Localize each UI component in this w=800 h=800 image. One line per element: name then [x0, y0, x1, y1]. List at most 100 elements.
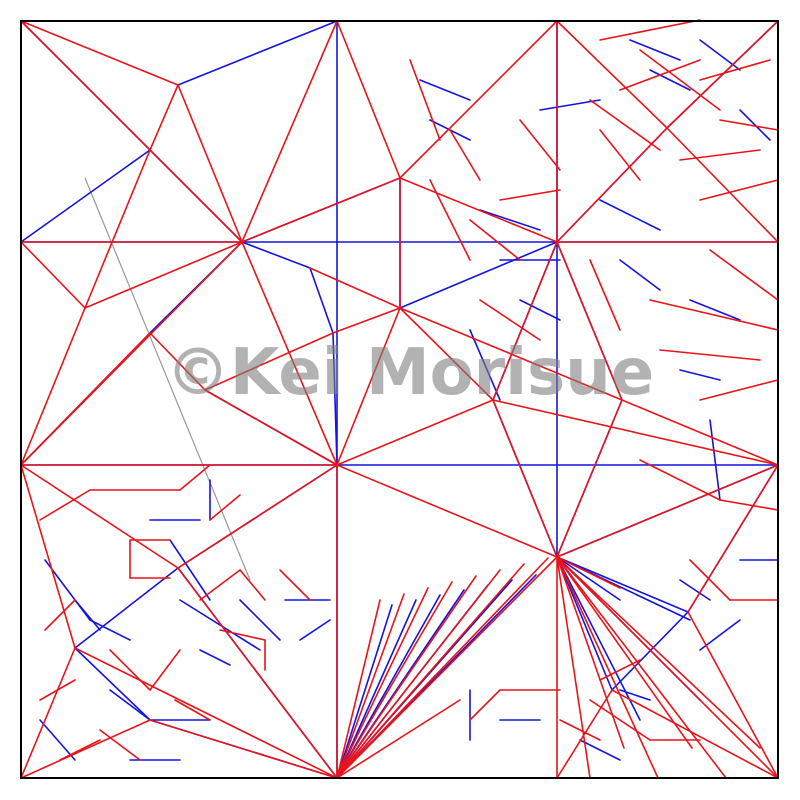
valley-fold	[109, 689, 151, 721]
mountain-fold	[499, 189, 561, 201]
mountain-fold	[687, 464, 779, 613]
valley-fold	[179, 599, 261, 651]
mountain-fold	[429, 179, 471, 261]
valley-fold	[709, 419, 721, 501]
valley-fold	[556, 556, 621, 601]
mountain-fold	[149, 649, 181, 691]
mountain-fold	[399, 307, 623, 401]
mountain-fold	[556, 689, 613, 779]
valley-fold	[74, 567, 179, 649]
mountain-fold	[687, 611, 779, 779]
valley-fold	[649, 69, 691, 91]
mountain-fold	[639, 49, 721, 111]
mountain-fold	[556, 399, 623, 558]
valley-fold	[679, 579, 711, 601]
mountain-fold	[149, 332, 206, 391]
mountain-fold	[149, 719, 338, 779]
valley-fold	[336, 604, 393, 779]
mountain-fold	[492, 241, 558, 401]
mountain-fold	[39, 489, 91, 521]
mountain-fold	[336, 399, 494, 466]
paper-border	[20, 20, 779, 779]
mountain-fold	[336, 569, 501, 779]
valley-fold	[699, 39, 741, 71]
mountain-fold	[589, 99, 661, 151]
mountain-fold	[336, 599, 381, 779]
mountain-fold	[689, 559, 731, 601]
mountain-fold	[399, 20, 558, 179]
mountain-fold	[659, 349, 761, 361]
watermark: ©Kei Morisue	[166, 336, 654, 410]
mountain-fold	[639, 459, 721, 501]
mountain-fold	[74, 647, 338, 779]
mountain-fold	[204, 332, 334, 391]
mountain-fold	[199, 569, 241, 601]
mountain-fold	[59, 739, 101, 761]
mountain-fold	[241, 177, 401, 243]
mountain-fold	[589, 699, 651, 741]
mountain-fold	[336, 557, 549, 779]
mountain-fold	[556, 556, 591, 779]
mountain-fold	[336, 593, 405, 779]
mountain-fold	[20, 20, 179, 86]
mountain-fold	[556, 241, 623, 401]
mountain-fold	[20, 647, 76, 779]
valley-fold	[336, 599, 417, 779]
mountain-fold	[409, 59, 441, 141]
mountain-fold	[84, 149, 151, 309]
valley-fold	[556, 556, 613, 691]
mountain-fold	[239, 569, 266, 601]
mountain-fold	[519, 119, 561, 171]
mountain-fold	[20, 719, 151, 779]
valley-fold	[739, 109, 771, 141]
mountain-fold	[99, 729, 141, 761]
valley-fold	[74, 647, 151, 721]
mountain-folds	[20, 19, 779, 779]
mountain-fold	[20, 464, 76, 649]
mountain-fold	[556, 556, 621, 589]
mountain-fold	[336, 556, 558, 779]
mountain-fold	[699, 179, 779, 201]
mountain-fold	[209, 494, 241, 521]
valley-fold	[74, 599, 101, 631]
valley-fold	[539, 99, 601, 111]
valley-fold	[399, 241, 558, 309]
mountain-fold	[599, 129, 641, 181]
mountain-fold	[179, 464, 211, 491]
mountain-fold	[20, 307, 86, 466]
mountain-fold	[556, 556, 693, 749]
mountain-fold	[309, 267, 401, 309]
valley-fold	[579, 739, 621, 761]
mountain-fold	[479, 299, 541, 341]
mountain-fold	[336, 699, 461, 779]
mountain-fold	[336, 307, 401, 466]
mountain-fold	[699, 379, 779, 401]
mountain-fold	[149, 84, 179, 151]
valley-fold	[241, 241, 311, 269]
mountain-fold	[719, 499, 779, 511]
mountain-fold	[44, 599, 76, 631]
valley-fold	[39, 719, 76, 761]
mountain-fold	[556, 556, 659, 779]
mountain-fold	[399, 177, 558, 243]
mountain-fold	[336, 20, 401, 179]
mountain-fold	[84, 241, 243, 309]
auxiliary-line	[84, 177, 251, 581]
valley-fold	[20, 149, 151, 243]
valley-fold	[199, 649, 231, 666]
mountain-fold	[399, 307, 494, 401]
valley-fold	[629, 39, 681, 61]
mountain-fold	[449, 129, 481, 181]
valley-fold	[177, 20, 338, 86]
valley-fold	[309, 267, 334, 334]
valley-fold	[469, 329, 501, 401]
valley-fold	[689, 299, 741, 321]
mountain-fold	[20, 332, 151, 466]
mountain-fold	[719, 119, 779, 131]
mountain-fold	[621, 399, 779, 466]
mountain-fold	[599, 659, 641, 681]
mountain-fold	[219, 629, 266, 641]
mountain-fold	[556, 20, 668, 129]
valley-fold	[556, 556, 689, 613]
mountain-fold	[469, 689, 501, 721]
